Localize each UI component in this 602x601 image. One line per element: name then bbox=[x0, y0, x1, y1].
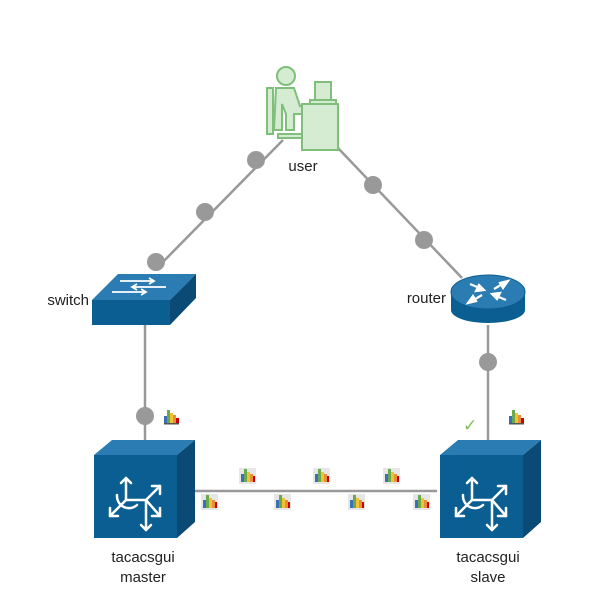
slave-node[interactable]: ✓ tacacsgui slave bbox=[440, 410, 541, 586]
slave-label-line1: tacacsgui bbox=[456, 549, 519, 566]
link-dot bbox=[147, 253, 165, 271]
traffic-chart-icon bbox=[413, 494, 430, 510]
link-dots bbox=[136, 151, 497, 425]
switch-label: switch bbox=[47, 292, 89, 309]
traffic-chart-icon bbox=[348, 494, 365, 510]
status-check-icon: ✓ bbox=[463, 416, 477, 436]
server-cube-icon bbox=[94, 440, 195, 538]
user-label: user bbox=[288, 158, 317, 175]
traffic-chart-icon bbox=[164, 410, 179, 425]
traffic-chart-icon bbox=[239, 468, 256, 484]
slave-label-line2: slave bbox=[470, 569, 505, 586]
link-traffic-icons bbox=[201, 468, 430, 510]
traffic-chart-icon bbox=[383, 468, 400, 484]
traffic-chart-icon bbox=[509, 410, 524, 425]
link-dot bbox=[364, 176, 382, 194]
link-dot bbox=[196, 203, 214, 221]
router-node[interactable]: router bbox=[407, 274, 526, 323]
links bbox=[143, 139, 490, 493]
master-label-line1: tacacsgui bbox=[111, 549, 174, 566]
traffic-chart-icon bbox=[313, 468, 330, 484]
router-icon bbox=[450, 274, 526, 323]
switch-node[interactable]: switch bbox=[47, 274, 196, 325]
user-node[interactable]: user bbox=[266, 66, 339, 175]
link-dot bbox=[479, 353, 497, 371]
link-dot bbox=[415, 231, 433, 249]
network-switch-icon bbox=[92, 274, 196, 325]
router-label: router bbox=[407, 290, 446, 307]
traffic-chart-icon bbox=[274, 494, 291, 510]
traffic-chart-icon bbox=[201, 494, 218, 510]
link-dot bbox=[247, 151, 265, 169]
link-dot bbox=[136, 407, 154, 425]
user-workstation-icon bbox=[266, 66, 339, 151]
server-cube-icon bbox=[440, 440, 541, 538]
link-user-router bbox=[337, 147, 463, 279]
master-node[interactable]: tacacsgui master bbox=[94, 410, 195, 586]
master-label-line2: master bbox=[120, 569, 166, 586]
